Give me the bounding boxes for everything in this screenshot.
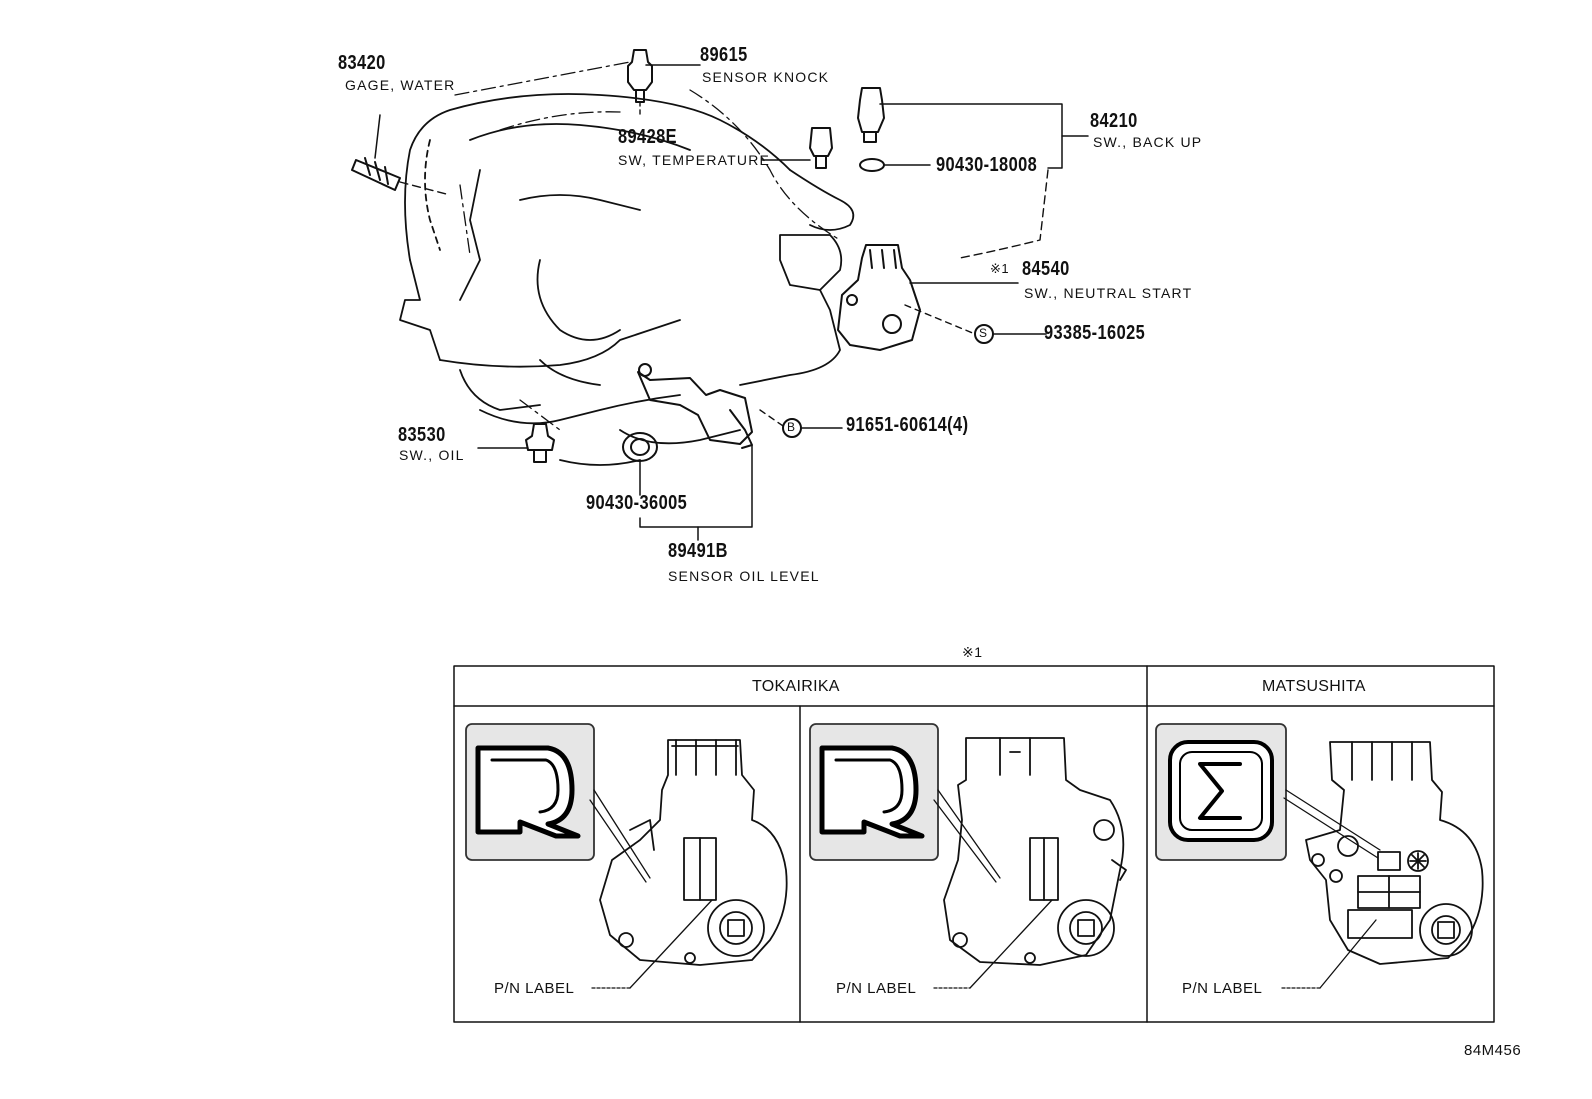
- part-number-84540: 84540: [1022, 258, 1070, 280]
- part-name-sensor-knock: SENSOR KNOCK: [702, 69, 830, 85]
- part-number-93385-16025: 93385-16025: [1044, 322, 1146, 344]
- circle-code-s: S: [979, 326, 988, 340]
- part-number-83420: 83420: [338, 52, 386, 74]
- part-name-sw-oil: SW., OIL: [399, 447, 465, 463]
- pn-label-3: P/N LABEL: [1182, 980, 1263, 997]
- part-number-91651-60614: 91651-60614(4): [846, 414, 969, 436]
- knock-sensor-part: [627, 49, 701, 119]
- water-gage-part: [351, 114, 451, 196]
- part-name-sw-temperature: SW, TEMPERATURE: [618, 152, 771, 168]
- backup-switch-part: [857, 87, 1089, 259]
- detail-note-marker: ※1: [962, 644, 983, 660]
- neutral-start-switch-part: [837, 244, 1047, 351]
- part-name-sw-back-up: SW., BACK UP: [1093, 134, 1203, 150]
- part-number-90430-18008: 90430-18008: [936, 154, 1038, 176]
- part-number-90430-36005: 90430-36005: [586, 492, 688, 514]
- part-name-sw-neutral-start: SW., NEUTRAL START: [1024, 285, 1193, 301]
- part-name-gage-water: GAGE, WATER: [345, 77, 456, 93]
- circle-code-b: B: [787, 420, 796, 434]
- column-header-tokairika: TOKAIRIKA: [752, 678, 840, 695]
- part-number-83530: 83530: [398, 424, 446, 446]
- part-number-89491b: 89491B: [668, 540, 728, 562]
- tokairika-panel-1: [465, 723, 788, 989]
- pn-label-2: P/N LABEL: [836, 980, 917, 997]
- temperature-switch-part: [761, 127, 833, 169]
- matsushita-panel: [1155, 723, 1484, 989]
- diagram-reference: 84M456: [1464, 1042, 1522, 1059]
- tokairika-panel-2: [809, 723, 1127, 989]
- column-header-matsushita: MATSUSHITA: [1262, 678, 1366, 695]
- part-number-84210: 84210: [1090, 110, 1138, 132]
- note-marker-1: ※1: [990, 261, 1010, 276]
- pn-label-1: P/N LABEL: [494, 980, 575, 997]
- oil-level-sensor-part: [622, 363, 843, 541]
- engine-block: [399, 93, 855, 466]
- part-number-89615: 89615: [700, 44, 748, 66]
- part-name-sensor-oil-level: SENSOR OIL LEVEL: [668, 568, 820, 584]
- detail-table: [453, 665, 1495, 1023]
- part-number-89428e: 89428E: [618, 126, 678, 148]
- oil-switch-part: [477, 423, 555, 463]
